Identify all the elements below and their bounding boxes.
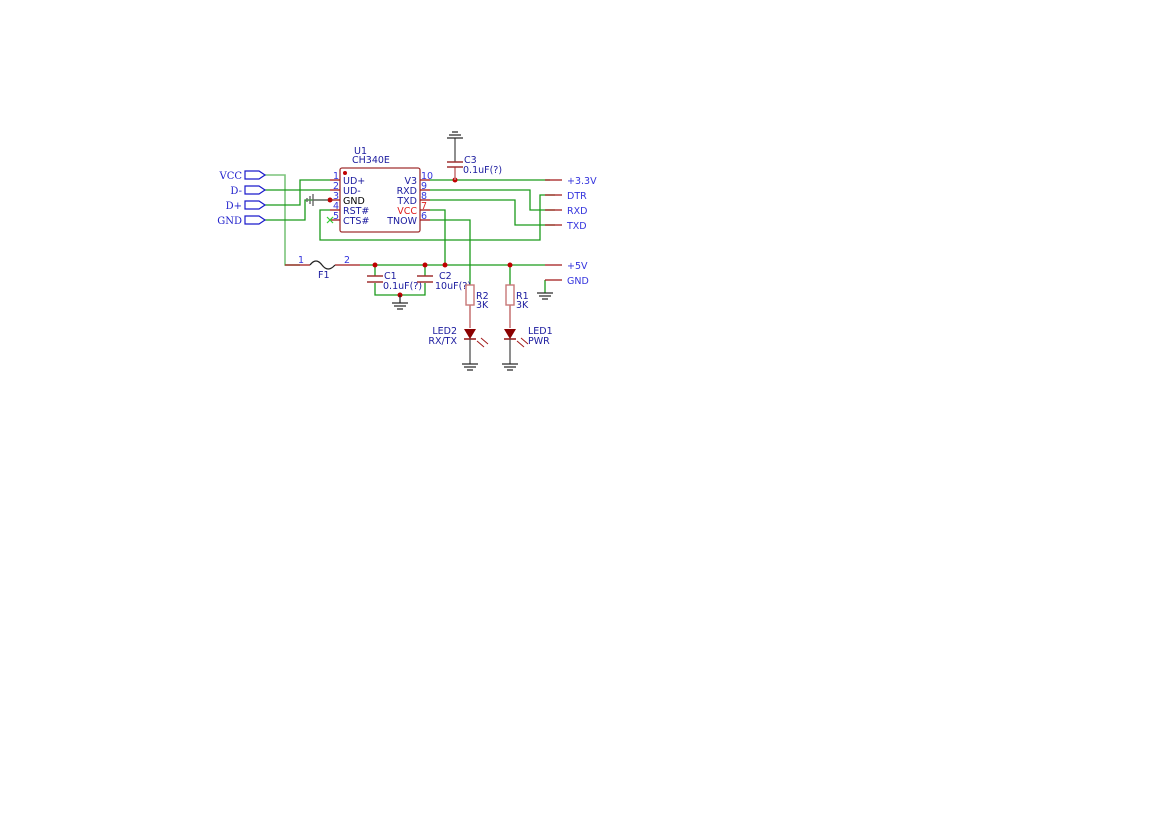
no-connect-icon [326, 216, 334, 224]
capacitor-c3: C3 0.1uF(?) [447, 131, 502, 180]
pin-name: V3 [404, 176, 417, 187]
port-label: D+ [226, 201, 242, 212]
pin-num: 3 [333, 191, 339, 202]
led-led1: LED1 PWR [502, 326, 553, 371]
net-label-dtr: DTR [567, 191, 587, 202]
net-label-rxd: RXD [567, 206, 587, 217]
port-vcc: VCC [218, 170, 267, 182]
led1-ref: LED1 [528, 326, 553, 337]
r2-value: 3K [476, 300, 489, 311]
pin-num: 4 [333, 201, 339, 212]
pin-name: RXD [397, 186, 417, 197]
led1-value: PWR [528, 336, 550, 347]
pin-num: 8 [421, 191, 427, 202]
pin-num: 10 [421, 171, 433, 182]
f1-ref: F1 [318, 270, 330, 281]
ground-icon [537, 292, 553, 300]
pin-num: 2 [333, 181, 339, 192]
led2-value: RX/TX [428, 336, 457, 347]
c3-ref: C3 [464, 155, 477, 166]
pin-name: RST# [343, 206, 369, 217]
ground-icon [447, 131, 463, 139]
net-label-5v: +5V [567, 261, 588, 272]
c2-value: 10uF(?) [435, 281, 471, 292]
capacitor-c1: C1 0.1uF(?) [367, 271, 422, 292]
r2-ref: R2 [476, 291, 489, 302]
ground-symbol-icon [306, 194, 328, 206]
led-led2: LED2 RX/TX [428, 326, 489, 371]
c2-ref: C2 [439, 271, 452, 282]
pin-name: CTS# [343, 216, 369, 227]
pin-num: 6 [421, 211, 427, 222]
pin-num: 2 [344, 255, 350, 266]
c1-ref: C1 [384, 271, 397, 282]
ground-icon [392, 295, 408, 310]
c1-value: 0.1uF(?) [383, 281, 422, 292]
port-d-minus: D- [230, 185, 267, 197]
resistor-r2: R2 3K [465, 284, 489, 328]
pin-name: TNOW [386, 216, 417, 227]
led2-ref: LED2 [432, 326, 457, 337]
port-label: D- [230, 186, 242, 197]
r1-value: 3K [516, 300, 529, 311]
u1-value: CH340E [352, 155, 390, 166]
pin-name: TXD [396, 196, 417, 207]
pin-name: GND [343, 196, 365, 207]
net-label-3v3: +3.3V [567, 176, 597, 187]
net-labels: +3.3V DTR RXD TXD +5V GND [537, 176, 597, 300]
c3-value: 0.1uF(?) [463, 165, 502, 176]
port-label: VCC [218, 171, 242, 182]
pin-num: 1 [333, 171, 339, 182]
net-label-txd: TXD [566, 221, 587, 232]
ic-u1: U1 CH340E 1 2 3 4 5 UD+ UD- GND RST# CTS… [306, 146, 433, 233]
pin-name: UD+ [343, 176, 365, 187]
resistor-r1: R1 3K [505, 284, 529, 328]
port-d-plus: D+ [226, 200, 267, 212]
net-label-gnd: GND [567, 276, 589, 287]
pin-name: VCC [397, 206, 417, 217]
u1-ref: U1 [354, 146, 367, 157]
pin-name: UD- [343, 186, 361, 197]
fuse-f1: 1 2 F1 [285, 255, 360, 281]
capacitor-c2: C2 10uF(?) [417, 271, 471, 292]
pin-num: 5 [333, 211, 339, 222]
pin-num: 7 [421, 201, 427, 212]
pin-num: 1 [298, 255, 304, 266]
port-label: GND [217, 216, 242, 227]
pin-num: 9 [421, 181, 427, 192]
r1-ref: R1 [516, 291, 529, 302]
port-gnd: GND [217, 215, 267, 227]
